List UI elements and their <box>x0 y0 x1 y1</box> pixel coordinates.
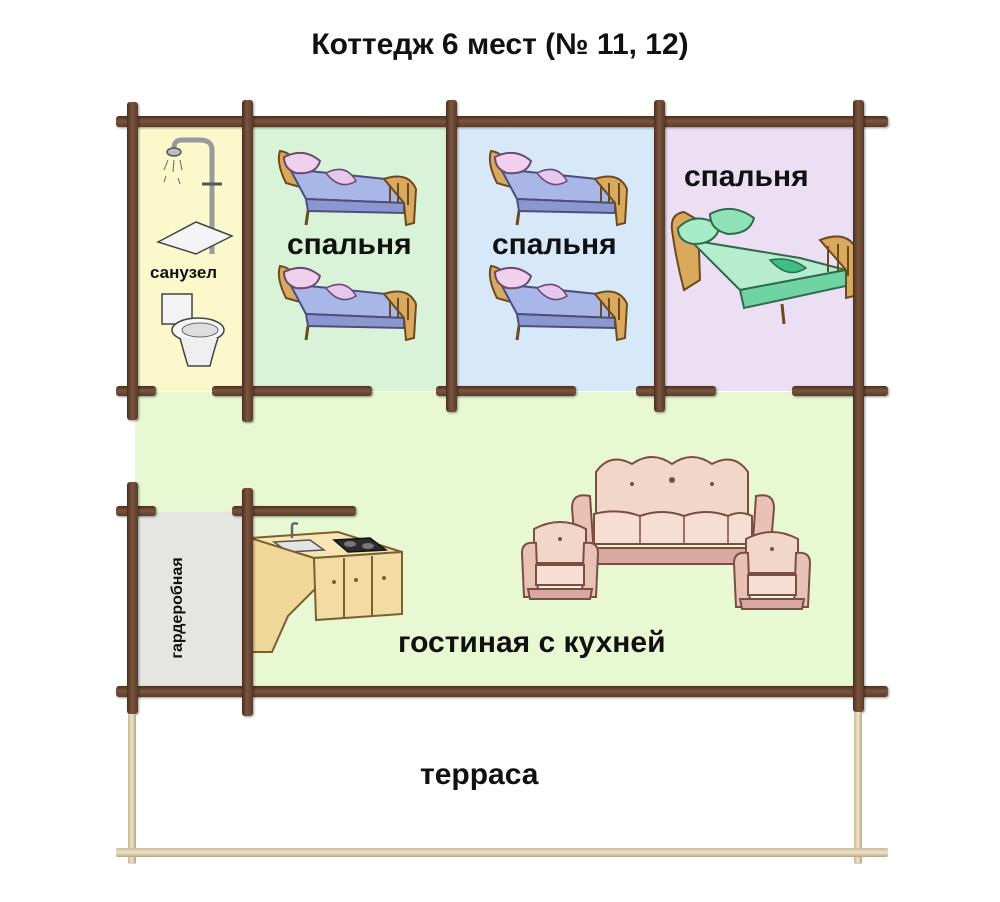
wall-living-bottom <box>116 686 888 697</box>
wall-bedroom-bottom <box>636 386 716 396</box>
wall-top <box>116 116 888 127</box>
wall-right <box>853 100 864 712</box>
armchair-icon <box>733 531 811 610</box>
wardrobe-label: гардеробная <box>169 557 186 659</box>
wall-wardrobe-right <box>242 488 253 716</box>
sofa-icon <box>570 456 776 565</box>
wall-bed2-bed3 <box>654 100 665 412</box>
page-title: Коттедж 6 мест (№ 11, 12) <box>311 28 689 61</box>
bed-icon <box>277 264 418 342</box>
bedroom-3-label: спальня <box>684 160 809 193</box>
bathroom-label: санузел <box>150 263 218 282</box>
bedroom-2-label: спальня <box>492 228 617 261</box>
bed-icon <box>488 149 629 227</box>
wall-bed1-bed2 <box>446 100 457 412</box>
wall-left <box>127 102 138 420</box>
toilet-icon <box>161 293 225 367</box>
wall-left <box>127 482 138 714</box>
wall-bedroom-bottom <box>792 386 888 396</box>
wall-bedroom-bottom <box>212 386 372 396</box>
bed-icon <box>488 264 629 342</box>
terrace-rail <box>116 848 888 857</box>
armchair-icon <box>521 521 599 600</box>
terrace-label: терраса <box>420 758 539 791</box>
bed-icon <box>277 149 418 227</box>
wall-wardrobe-top <box>232 506 356 516</box>
bedroom-1-label: спальня <box>287 228 412 261</box>
terrace-post-left <box>128 714 136 864</box>
wardrobe <box>135 512 245 692</box>
double-bed-icon <box>670 207 858 325</box>
terrace-post-right <box>854 712 862 864</box>
kitchen-counter-icon <box>249 522 403 653</box>
wall-bath-bed1 <box>242 100 253 422</box>
living-room-label: гостиная с кухней <box>398 626 666 659</box>
bedroom-2 <box>454 123 654 391</box>
wall-bedroom-bottom <box>436 386 576 396</box>
shower-icon <box>156 137 234 255</box>
